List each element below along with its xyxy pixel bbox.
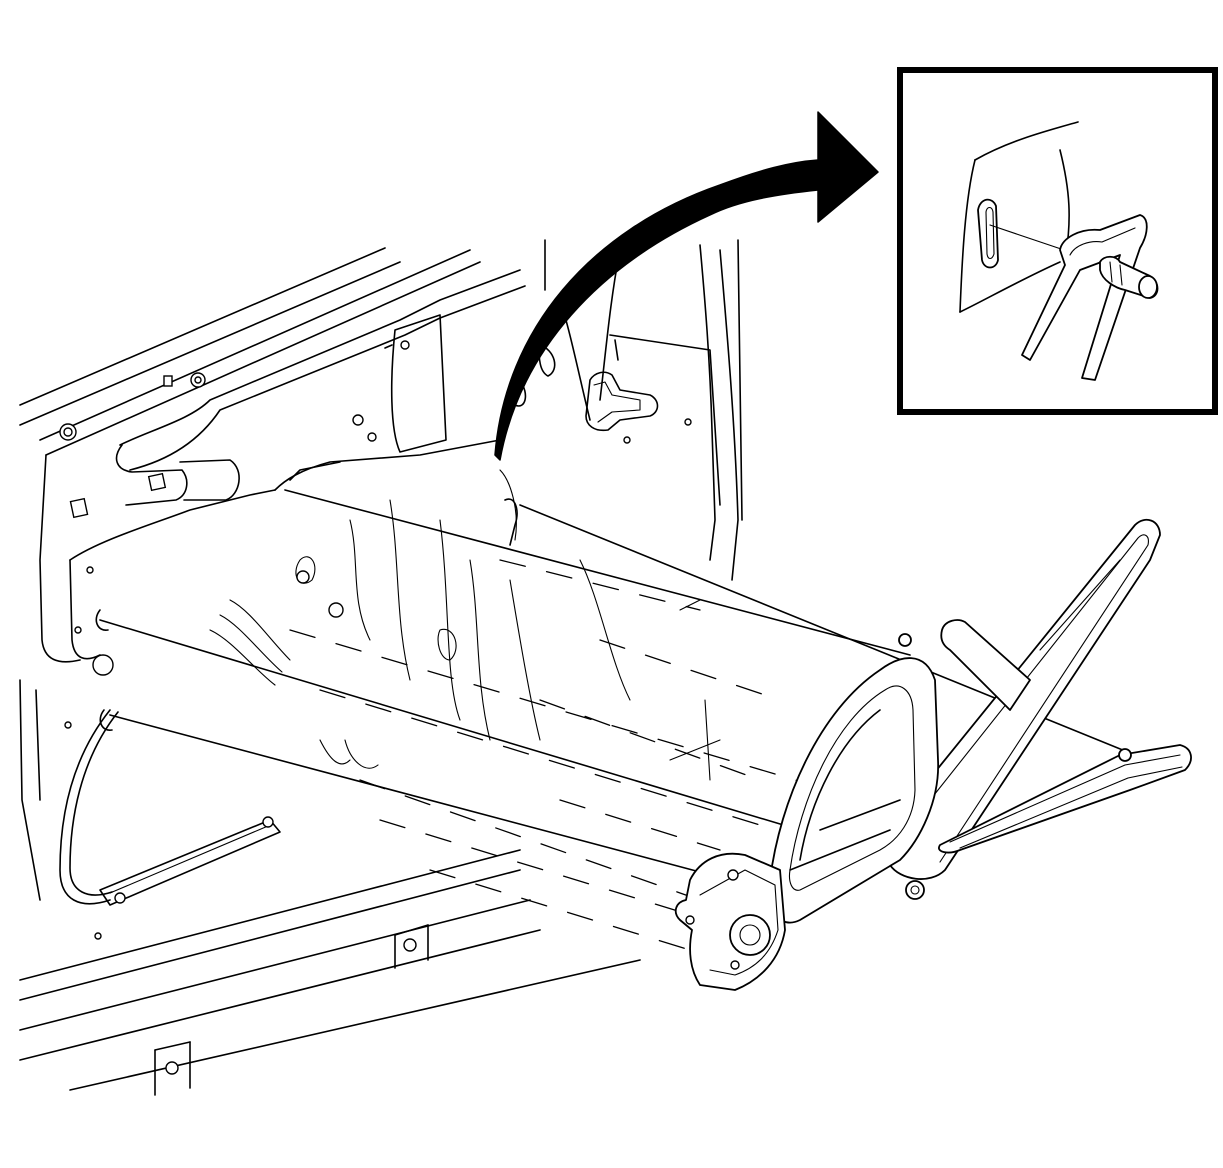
door-inner-panel bbox=[19, 239, 743, 1096]
direction-arrow bbox=[494, 111, 879, 461]
window-regulator-assembly bbox=[674, 518, 1192, 991]
detail-inset bbox=[897, 67, 1218, 415]
